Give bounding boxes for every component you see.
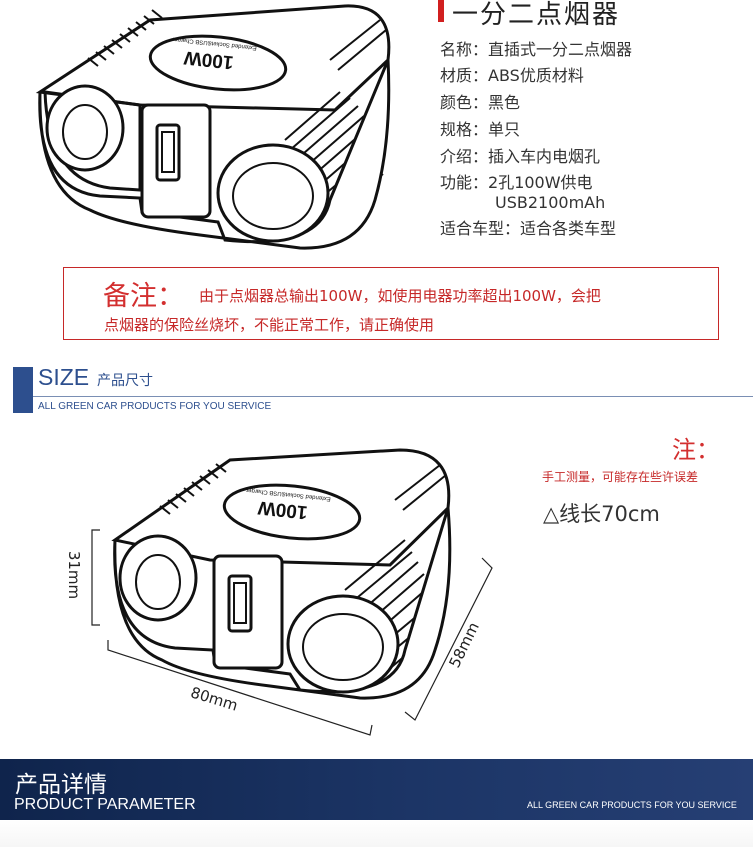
banner-title-en: PRODUCT PARAMETER bbox=[14, 796, 196, 813]
title-accent-bar bbox=[438, 0, 444, 22]
product-title: 一分二点烟器 bbox=[452, 0, 621, 30]
size-section-divider bbox=[33, 396, 753, 397]
spec-value: 插入车内电烟孔 bbox=[488, 147, 601, 166]
spec-row-function: 功能：2孔100W供电 bbox=[440, 173, 593, 193]
note-box bbox=[63, 267, 719, 340]
spec-value: 单只 bbox=[488, 120, 521, 139]
spec-row-spec: 规格：单只 bbox=[440, 120, 520, 140]
size-section-slogan: ALL GREEN CAR PRODUCTS FOR YOU SERVICE bbox=[38, 401, 272, 412]
spec-label: 介绍： bbox=[440, 147, 489, 166]
spec-value: ABS优质材料 bbox=[488, 66, 584, 85]
spec-row-vehicle: 适合车型：适合各类车型 bbox=[440, 219, 616, 239]
note-text-line1: 由于点烟器总输出100W，如使用电器功率超出100W，会把 bbox=[199, 287, 601, 305]
spec-label: 名称： bbox=[440, 40, 489, 59]
spec-value: 2孔100W供电 bbox=[488, 173, 593, 192]
note-text-line2: 点烟器的保险丝烧坏，不能正常工作，请正确使用 bbox=[104, 316, 435, 334]
size-section-accent bbox=[13, 367, 33, 413]
spec-value: 直插式一分二点烟器 bbox=[488, 40, 633, 59]
product-parameter-banner bbox=[0, 759, 753, 820]
dimension-height-label: 31mm bbox=[65, 550, 84, 600]
measurement-note-text: 手工测量，可能存在些许误差 bbox=[542, 470, 699, 484]
spec-function-line2: USB2100mAh bbox=[495, 193, 606, 212]
bottom-background bbox=[0, 820, 753, 847]
spec-label: 颜色： bbox=[440, 93, 489, 112]
size-section-subtitle: 产品尺寸 bbox=[97, 373, 153, 389]
banner-slogan: ALL GREEN CAR PRODUCTS FOR YOU SERVICE bbox=[527, 800, 737, 810]
cable-length: △线长70cm bbox=[543, 502, 660, 526]
spec-row-intro: 介绍：插入车内电烟孔 bbox=[440, 147, 600, 167]
spec-row-name: 名称：直插式一分二点烟器 bbox=[440, 40, 632, 60]
spec-value: 适合各类车型 bbox=[520, 219, 617, 238]
note-heading: 备注： bbox=[103, 281, 184, 312]
spec-value: 黑色 bbox=[488, 93, 521, 112]
banner-title-cn: 产品详情 bbox=[15, 772, 107, 798]
spec-label: 材质： bbox=[440, 66, 489, 85]
spec-label: 规格： bbox=[440, 120, 489, 139]
spec-row-color: 颜色：黑色 bbox=[440, 93, 520, 113]
size-section-title: SIZE bbox=[38, 364, 90, 390]
spec-row-material: 材质：ABS优质材料 bbox=[440, 66, 584, 86]
spec-label: 适合车型： bbox=[440, 219, 521, 238]
measurement-note-heading: 注： bbox=[672, 436, 720, 464]
spec-label: 功能： bbox=[440, 173, 489, 192]
